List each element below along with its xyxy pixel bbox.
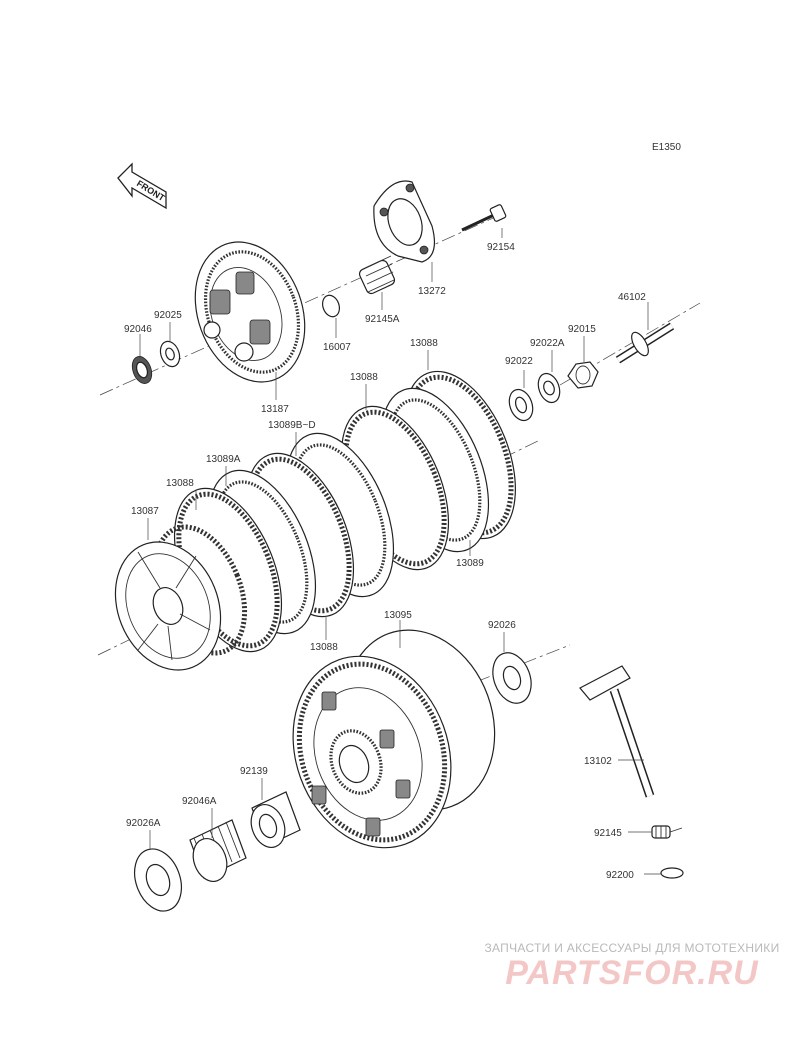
leader-lines <box>139 228 662 875</box>
label-92145: 92145 <box>594 828 622 839</box>
release-shaft <box>579 665 655 798</box>
watermark-tagline: ЗАПЧАСТИ И АКСЕССУАРЫ ДЛЯ МОТОТЕХНИКИ <box>484 941 780 955</box>
return-spring <box>651 825 683 839</box>
label-92154: 92154 <box>487 242 515 253</box>
label-92046: 92046 <box>124 324 152 335</box>
washer-92022 <box>508 388 534 422</box>
label-13088-bottom: 13088 <box>310 642 338 653</box>
label-92200: 92200 <box>606 870 634 881</box>
label-92022: 92022 <box>505 356 533 367</box>
watermark: ЗАПЧАСТИ И АКСЕССУАРЫ ДЛЯ МОТОТЕХНИКИ PA… <box>482 941 782 991</box>
label-13272: 13272 <box>418 286 446 297</box>
needle-bearing-large <box>189 819 247 882</box>
diagram-code: E1350 <box>652 142 681 153</box>
watermark-logo: PARTSFOR.RU <box>505 954 759 992</box>
bolt <box>461 204 507 232</box>
label-92026: 92026 <box>488 620 516 631</box>
pressure-plate <box>194 241 306 383</box>
label-13088-third: 13088 <box>166 478 194 489</box>
retaining-ring <box>321 294 341 318</box>
needle-bearing-small <box>131 356 153 384</box>
push-rod <box>615 322 675 364</box>
label-13089B-D: 13089B~D <box>268 420 316 431</box>
part-labels: 92154 13272 92145A 16007 92025 92046 131… <box>124 242 646 881</box>
label-13187: 13187 <box>261 404 289 415</box>
label-92026A: 92026A <box>126 818 161 829</box>
label-13089A: 13089A <box>206 454 241 465</box>
label-92139: 92139 <box>240 766 268 777</box>
spring-plate <box>373 180 435 263</box>
label-13088-top: 13088 <box>410 338 438 349</box>
label-92022A: 92022A <box>530 338 565 349</box>
label-13089: 13089 <box>456 558 484 569</box>
front-arrow-icon: FRONT <box>117 162 167 210</box>
label-13102: 13102 <box>584 756 612 767</box>
washer-92026 <box>492 652 532 704</box>
clutch-hub <box>114 524 248 671</box>
label-13095: 13095 <box>384 610 412 621</box>
label-92025: 92025 <box>154 310 182 321</box>
label-92145A: 92145A <box>365 314 400 325</box>
hub-nut <box>567 361 599 389</box>
circlip <box>660 867 684 879</box>
washer-92022A <box>537 372 561 404</box>
label-13087: 13087 <box>131 506 159 517</box>
label-92015: 92015 <box>568 324 596 335</box>
washer-92025 <box>159 340 181 368</box>
sleeve <box>250 791 301 848</box>
label-16007: 16007 <box>323 342 351 353</box>
label-46102: 46102 <box>618 292 646 303</box>
clutch-housing <box>292 629 496 849</box>
label-13088-second: 13088 <box>350 372 378 383</box>
label-92046A: 92046A <box>182 796 217 807</box>
washer-92026A <box>134 848 182 912</box>
clutch-spring <box>358 255 396 295</box>
